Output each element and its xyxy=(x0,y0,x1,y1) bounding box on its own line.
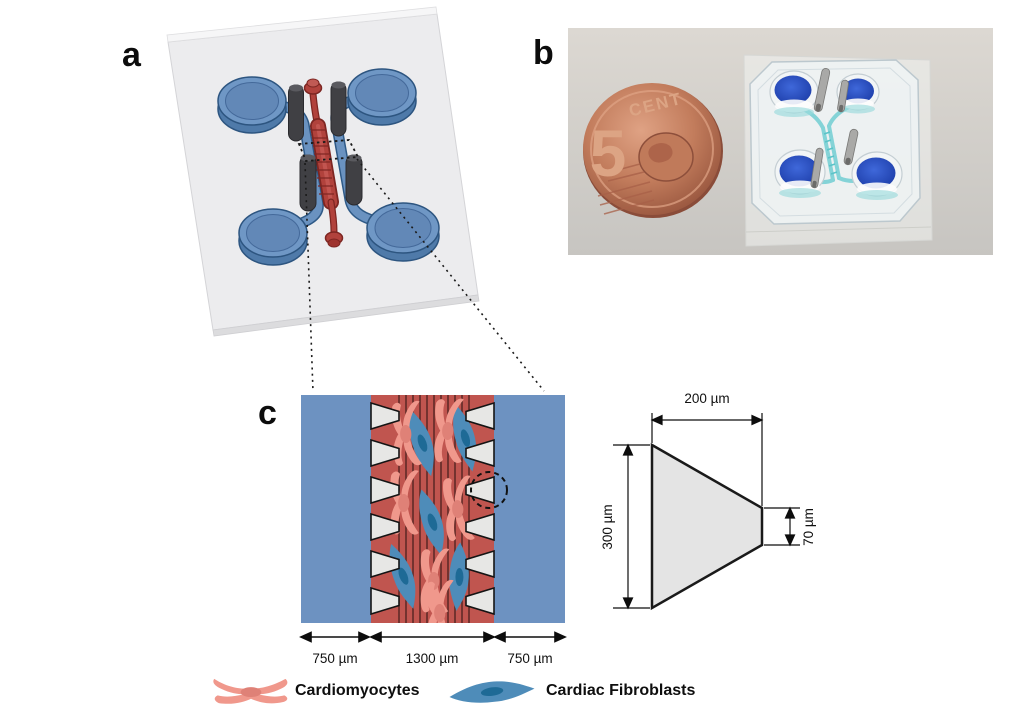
chip-slab-top-edge xyxy=(166,6,438,43)
post-detail-drawing: 200 µm 300 µm 70 µm xyxy=(600,391,816,611)
panel-a-device-render xyxy=(166,6,545,393)
cardiomyocyte-icon xyxy=(213,678,288,704)
euro-cent-coin: 5 CENT xyxy=(583,83,723,218)
dim-left-label: 750 µm xyxy=(312,651,357,666)
panel-c-schematic: 750 µm 1300 µm 750 µm xyxy=(299,395,567,666)
reservoir-discs xyxy=(217,68,440,266)
fibroblast-icon xyxy=(449,681,535,703)
panel-b-label: b xyxy=(533,34,554,72)
central-tissue-channel-3d xyxy=(303,78,344,248)
dim-right-label: 750 µm xyxy=(507,651,552,666)
post-highlight-circle xyxy=(470,471,508,509)
post-detail-shape xyxy=(650,442,764,611)
panel-b-photo: 5 CENT xyxy=(568,28,993,255)
panel-c-label: c xyxy=(258,394,277,432)
width-dimensions xyxy=(299,631,567,643)
micro-posts xyxy=(370,401,495,616)
post-height-label: 300 µm xyxy=(600,504,615,549)
coin-digit: 5 xyxy=(590,116,627,190)
legend-fibroblasts-label: Cardiac Fibroblasts xyxy=(546,682,696,699)
legend-cardiomyocytes-label: Cardiomyocytes xyxy=(295,682,420,699)
zoom-callout xyxy=(297,139,545,393)
post-tip-label: 70 µm xyxy=(801,508,816,546)
dim-center-label: 1300 µm xyxy=(406,651,459,666)
chip-chamber-ladder xyxy=(823,131,838,175)
chip-device-photo xyxy=(743,54,933,247)
post-width-label: 200 µm xyxy=(684,391,729,406)
chip-metal-pins xyxy=(810,67,859,189)
panel-a-label: a xyxy=(122,36,141,74)
chip-slab-bottom-edge xyxy=(212,294,480,337)
